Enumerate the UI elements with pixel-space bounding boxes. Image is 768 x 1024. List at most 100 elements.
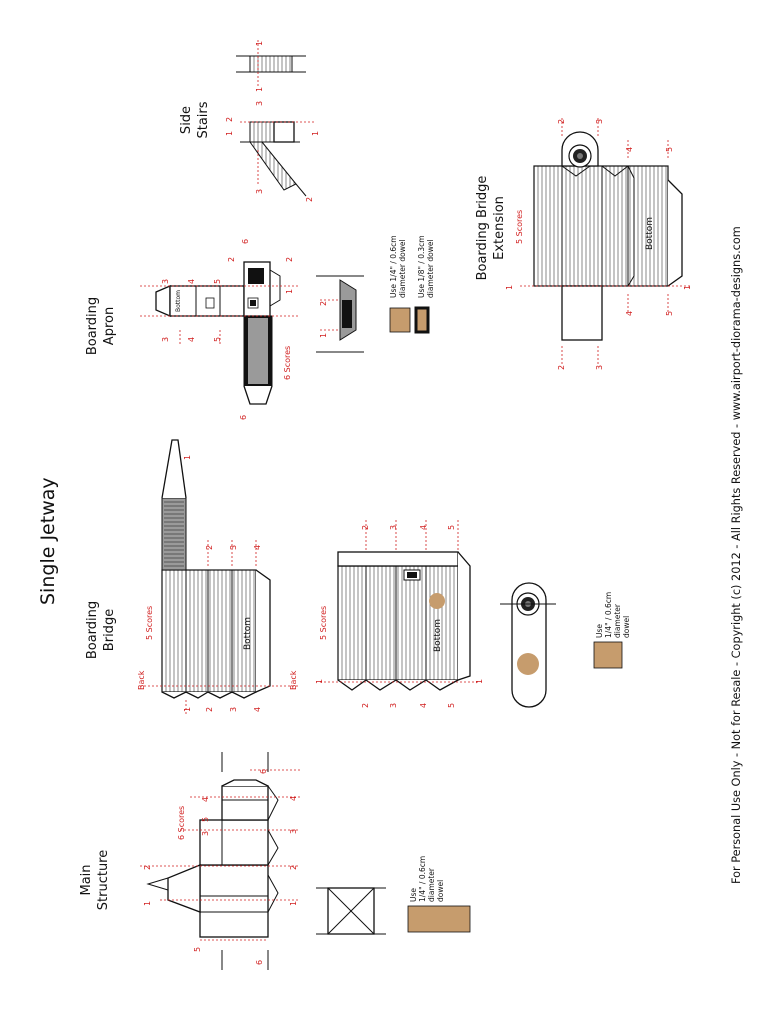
- apron-fold-mark-1: 1: [319, 333, 328, 338]
- apron-scores: 6 Scores: [283, 346, 292, 380]
- extension-mark-4a: 4: [625, 147, 634, 152]
- stairs-mark-3a: 3: [255, 101, 264, 106]
- bridge-lower-bottom: Bottom: [433, 619, 443, 652]
- side-stairs-section: Side Stairs 1 1 2 1 3 1 3 2: [179, 40, 320, 202]
- apron-fold-piece: [316, 275, 364, 353]
- bridge-upper-net: [161, 439, 271, 699]
- bridge-upper-mark-3: 3: [229, 707, 238, 712]
- boarding-apron-section: Boarding Apron Bottom 6 Scores 3 4 5 3 4…: [85, 235, 435, 420]
- main-dowel-note-2: 1/4" / 0.6cm: [418, 856, 427, 902]
- apron-dowel-swatch-1: [389, 307, 411, 333]
- bridge-upper-mark-4b: 4: [253, 545, 262, 550]
- main-mark-3a: 3: [201, 831, 210, 836]
- bridge-upper-mark-2b: 2: [205, 545, 214, 550]
- bridge-dowel-note-3: diameter: [613, 603, 622, 638]
- bridge-extension-title-line1: Boarding Bridge: [475, 176, 490, 281]
- apron-mark-1: 1: [285, 289, 294, 294]
- apron-dowel-1-line1: Use 1/4" / 0.6cm: [389, 235, 398, 298]
- bridge-back-left: Back: [137, 670, 146, 690]
- main-mark-2a: 2: [143, 865, 152, 870]
- apron-dowel-2-line1: Use 1/8" / 0.3cm: [417, 235, 426, 298]
- bridge-dowel-note-4: dowel: [622, 616, 631, 638]
- boarding-bridge-section: Boarding Bridge 5 Scores Bottom Back Bac…: [85, 439, 631, 716]
- main-mark-5b: 5: [201, 817, 210, 822]
- side-stairs-title-line1: Side: [179, 106, 194, 134]
- main-dowel-note-3: diameter: [427, 867, 436, 902]
- bridge-lower-mark-5: 5: [447, 703, 456, 708]
- bridge-lower-mark-4b: 4: [419, 525, 428, 530]
- main-mark-1a: 1: [143, 901, 152, 906]
- bridge-lower-mark-4: 4: [419, 703, 428, 708]
- bridge-upper-mark-4: 4: [253, 707, 262, 712]
- bridge-back-right: Back: [289, 670, 298, 690]
- extension-bottom: Bottom: [645, 217, 655, 250]
- stairs-mark-1a: 1: [225, 131, 234, 136]
- bridge-lower-mark-3: 3: [389, 703, 398, 708]
- stairs-mark-1b: 1: [311, 131, 320, 136]
- bridge-dowel-note-1: Use: [595, 624, 604, 638]
- apron-mark-2b: 2: [285, 257, 294, 262]
- extension-mark-2a: 2: [557, 119, 566, 124]
- apron-bottom: Bottom: [175, 290, 182, 312]
- bridge-upper-bottom: Bottom: [243, 617, 253, 650]
- main-mark-4a: 4: [201, 797, 210, 802]
- extension-mark-5b: 5: [665, 311, 674, 316]
- bridge-upper-mark-1b: 1: [183, 455, 192, 460]
- apron-mark-5a: 5: [213, 337, 222, 342]
- bridge-lower-scores: 5 Scores: [319, 606, 328, 640]
- main-mark-2b: 2: [289, 865, 298, 870]
- extension-mark-3b: 3: [595, 365, 604, 370]
- stairs-top-piece: [236, 40, 306, 88]
- extension-scores: 5 Scores: [515, 210, 524, 244]
- apron-dowel-1-line2: diameter dowel: [398, 239, 407, 298]
- stairs-top-mark-1a: 1: [255, 41, 264, 46]
- bridge-upper-scores: 5 Scores: [145, 606, 154, 640]
- main-mark-1b: 1: [289, 901, 298, 906]
- apron-fold-mark-2: 2: [319, 301, 328, 306]
- boarding-apron-title-line2: Apron: [102, 307, 117, 345]
- main-mark-6a: 6: [255, 960, 264, 965]
- bridge-lower-net: [337, 551, 471, 691]
- main-structure-net: [146, 779, 279, 938]
- apron-dowel-2-line2: diameter dowel: [426, 239, 435, 298]
- bridge-upper-mark-1: 1: [183, 707, 192, 712]
- boarding-apron-title-line1: Boarding: [85, 297, 100, 355]
- extension-mark-3a: 3: [595, 119, 604, 124]
- bridge-upper-mark-2: 2: [205, 707, 214, 712]
- boarding-bridge-title-line1: Boarding: [85, 601, 100, 659]
- main-mark-3b: 3: [289, 829, 298, 834]
- extension-net: [533, 131, 683, 341]
- stairs-mark-2a: 2: [225, 117, 234, 122]
- bridge-upper-mark-3b: 3: [229, 545, 238, 550]
- bridge-capsule-piece: [500, 582, 556, 708]
- apron-mark-2: 2: [227, 257, 236, 262]
- main-mark-5a: 5: [193, 947, 202, 952]
- main-dowel-note-1: Use: [409, 888, 418, 902]
- boarding-bridge-title-line2: Bridge: [102, 609, 117, 651]
- bridge-lower-mark-2: 2: [361, 703, 370, 708]
- bridge-lower-mark-1: 1: [315, 679, 324, 684]
- apron-mark-6b: 6: [239, 415, 248, 420]
- extension-mark-5a: 5: [665, 147, 674, 152]
- stairs-side-piece: [240, 121, 316, 197]
- main-structure-title-line2: Structure: [96, 850, 111, 910]
- copyright-footer: For Personal Use Only - Not for Resale -…: [730, 226, 743, 884]
- stairs-top-mark-1b: 1: [255, 87, 264, 92]
- apron-mark-6a: 6: [241, 239, 250, 244]
- extension-mark-1a: 1: [505, 285, 514, 290]
- bridge-dowel-note-2: 1/4" / 0.6cm: [604, 592, 613, 638]
- extension-mark-4b: 4: [625, 311, 634, 316]
- main-structure-section: Main Structure 1: [79, 752, 471, 970]
- main-mark-6b: 6: [259, 769, 268, 774]
- bridge-dowel-swatch: [593, 641, 623, 669]
- apron-mark-3b: 3: [161, 279, 170, 284]
- apron-mark-4a: 4: [187, 337, 196, 342]
- main-dowel-note-4: dowel: [436, 880, 445, 902]
- extension-mark-1b: 1: [683, 285, 692, 290]
- apron-mark-3a: 3: [161, 337, 170, 342]
- apron-mark-5b: 5: [213, 279, 222, 284]
- side-stairs-title-line2: Stairs: [196, 101, 211, 138]
- apron-dowel-swatch-2: [414, 306, 430, 334]
- stairs-mark-2b: 2: [305, 197, 314, 202]
